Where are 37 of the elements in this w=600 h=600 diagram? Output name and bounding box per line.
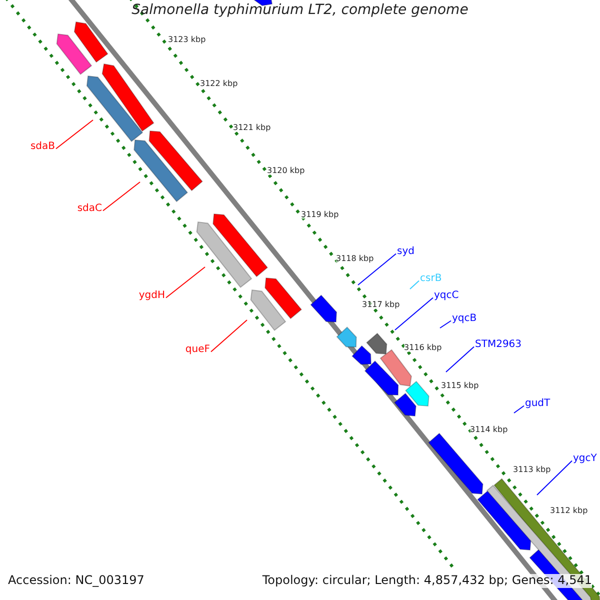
leader-line [536, 460, 572, 496]
gene-label: STM2963 [475, 339, 522, 350]
tick-label: 3120 kbp [267, 166, 305, 176]
gene-label: csrB [420, 273, 442, 284]
tick-label: 3113 kbp [513, 465, 551, 474]
genome-stats-text: Topology: circular; Length: 4,857,432 bp; Genes: 4,541 [262, 574, 592, 588]
accession-text: Accession: NC_003197 [8, 574, 144, 588]
leader-line [56, 120, 94, 150]
gene-label: gudT [525, 398, 550, 410]
tick-label: 3122 kbp [200, 79, 238, 88]
leader-line [166, 266, 206, 298]
gene-label: syd [397, 246, 414, 258]
leader-line [210, 320, 248, 352]
gene-label: yqcB [452, 313, 477, 324]
gene-label: sdaC [77, 203, 102, 214]
map-title: Salmonella typhimurium LT2, complete genome [130, 2, 470, 18]
leader-line [514, 405, 524, 414]
tick-label: 3112 kbp [550, 506, 588, 516]
gene-label: yqcC [434, 290, 459, 302]
tick-label: 3115 kbp [441, 381, 479, 390]
leader-line [410, 280, 420, 290]
gene-label: ygdH [138, 290, 165, 302]
leader-line [440, 320, 452, 328]
tick-label: 3116 kbp [404, 343, 442, 352]
leader-line [358, 253, 396, 286]
tick-label: 3123 kbp [168, 35, 206, 44]
leader-line [102, 182, 140, 212]
gene-label: queF [185, 344, 210, 356]
tick-label: 3121 kbp [233, 123, 271, 132]
tick-label: 3117 kbp [362, 300, 400, 310]
tick-label: 3119 kbp [301, 210, 339, 220]
gene-label: ygcY [573, 453, 597, 464]
tick-label: 3118 kbp [336, 254, 374, 264]
gene-label: sdaB [30, 141, 55, 152]
leader-line [394, 297, 434, 330]
tick-label: 3114 kbp [470, 425, 508, 434]
leader-line [446, 346, 474, 372]
